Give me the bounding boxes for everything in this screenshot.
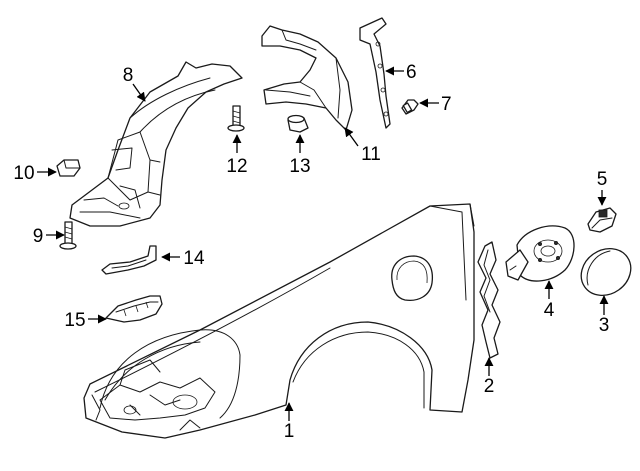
fuel-housing-part (505, 225, 575, 282)
callout-label-13: 13 (289, 156, 310, 177)
callout-label-15: 15 (64, 310, 85, 331)
actuator-part (587, 207, 617, 233)
callout-label-5: 5 (597, 169, 608, 190)
bracket-part (359, 17, 391, 129)
clip-10-part (56, 159, 81, 177)
grommet-13-part (287, 114, 309, 133)
callout-leader-8 (132, 83, 146, 102)
rear-liner-part (261, 25, 353, 131)
bracket-14-part (101, 245, 157, 275)
fuel-door-part (580, 247, 632, 297)
callout-label-6: 6 (406, 62, 417, 83)
fender-part (83, 203, 475, 439)
screw-9-part (59, 221, 77, 250)
callout-label-4: 4 (544, 300, 555, 321)
callout-label-3: 3 (599, 315, 610, 336)
callout-label-10: 10 (13, 163, 34, 184)
callout-label-7: 7 (441, 94, 452, 115)
callout-label-1: 1 (284, 421, 295, 442)
seal-strip-part (477, 241, 501, 359)
clip-part (401, 99, 419, 115)
bolt-12-part (227, 105, 245, 132)
callout-label-12: 12 (226, 156, 247, 177)
callout-label-2: 2 (484, 376, 495, 397)
callout-leader-11 (344, 127, 359, 147)
callout-label-11: 11 (361, 144, 381, 165)
bracket-15-part (105, 295, 163, 323)
front-liner-part (69, 61, 243, 227)
callout-label-8: 8 (123, 65, 134, 86)
callout-label-9: 9 (33, 226, 44, 247)
callout-label-14: 14 (183, 248, 205, 269)
